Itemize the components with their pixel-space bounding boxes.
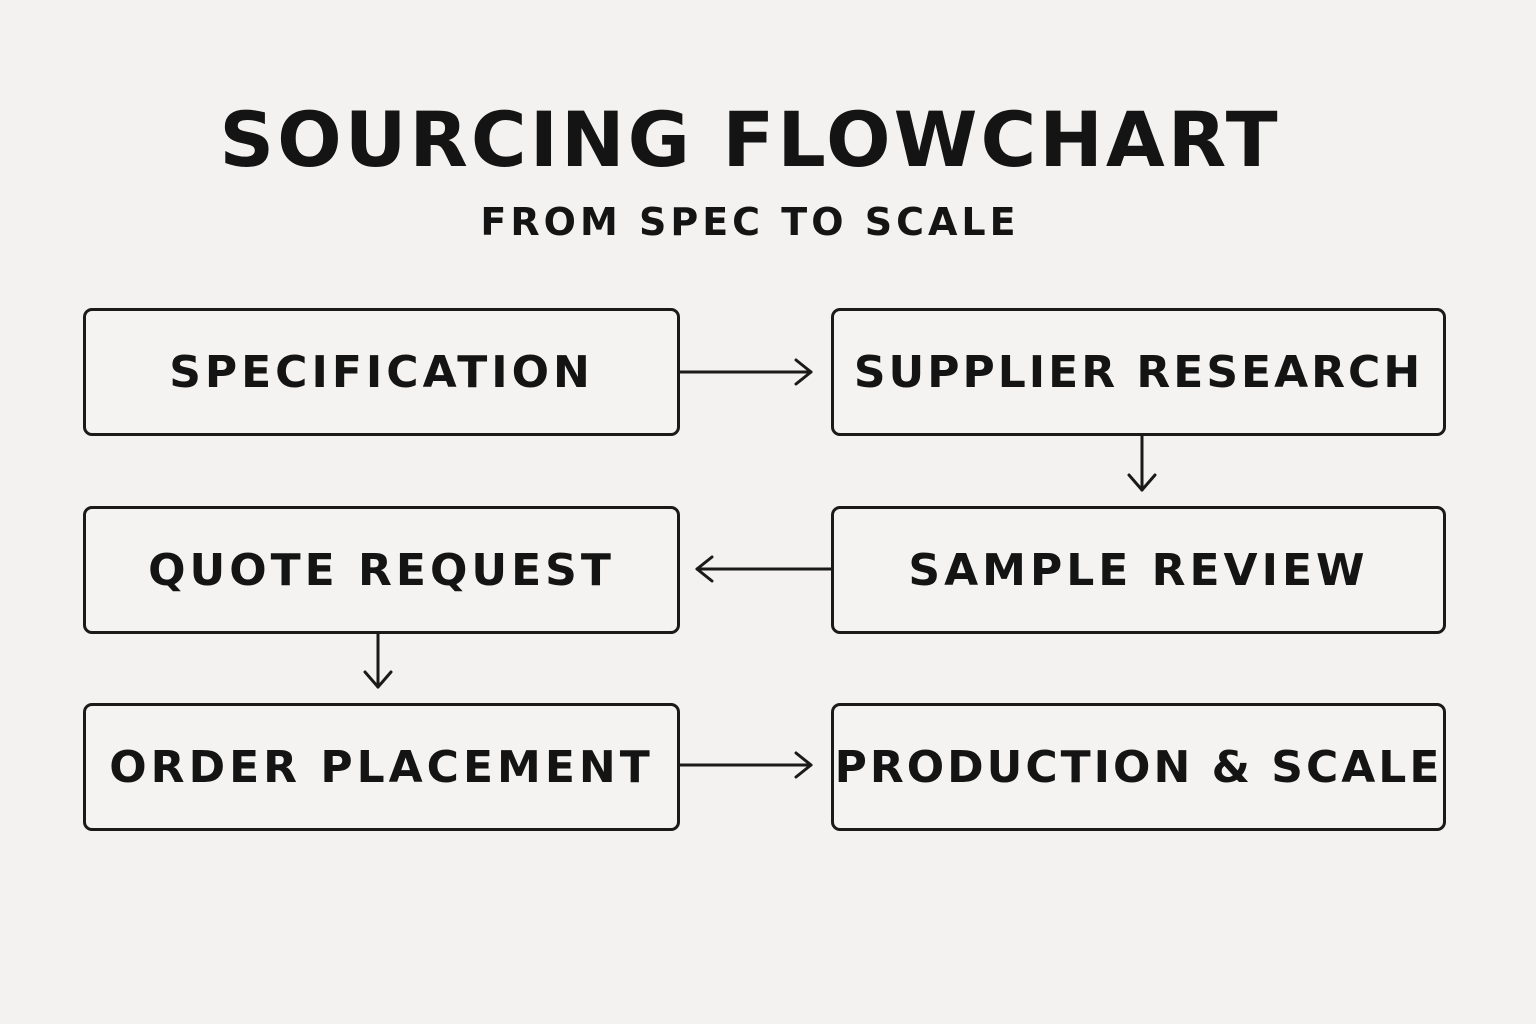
- arrow-specification-to-supplier-research: [678, 358, 813, 386]
- step-production-scale: PRODUCTION & SCALE: [831, 703, 1446, 831]
- step-order-placement: ORDER PLACEMENT: [83, 703, 680, 831]
- step-label: SPECIFICATION: [169, 346, 594, 398]
- arrow-sample-review-to-quote-request: [695, 555, 833, 583]
- step-label: PRODUCTION & SCALE: [834, 741, 1443, 793]
- step-label: SAMPLE REVIEW: [908, 544, 1369, 596]
- step-label: QUOTE REQUEST: [148, 544, 615, 596]
- arrow-supplier-research-to-sample-review: [1127, 434, 1157, 492]
- step-quote-request: QUOTE REQUEST: [83, 506, 680, 634]
- step-label: SUPPLIER RESEARCH: [853, 346, 1424, 398]
- page-subtitle: FROM SPEC TO SCALE: [480, 200, 1020, 244]
- step-label: ORDER PLACEMENT: [109, 741, 654, 793]
- arrow-order-placement-to-production-scale: [678, 751, 813, 779]
- step-sample-review: SAMPLE REVIEW: [831, 506, 1446, 634]
- step-specification: SPECIFICATION: [83, 308, 680, 436]
- arrow-quote-request-to-order-placement: [363, 632, 393, 689]
- page-title: SOURCING FLOWCHART: [219, 95, 1281, 184]
- step-supplier-research: SUPPLIER RESEARCH: [831, 308, 1446, 436]
